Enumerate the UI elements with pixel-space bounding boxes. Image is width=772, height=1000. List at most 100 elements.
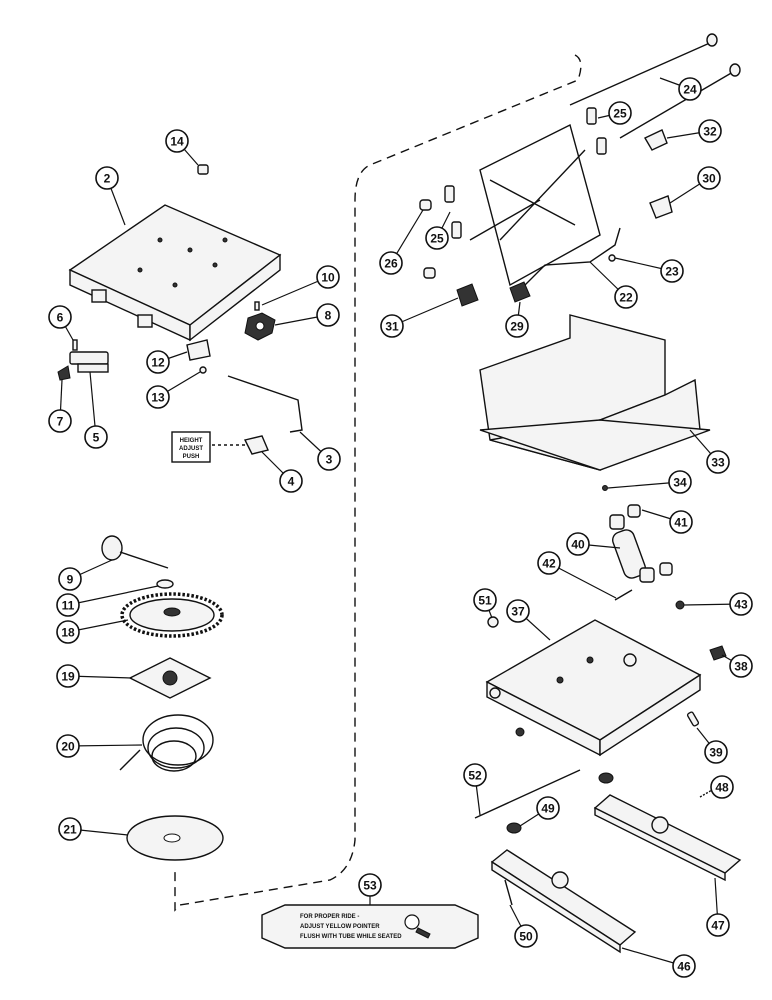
callout-number: 24 bbox=[683, 83, 697, 97]
callout-circle bbox=[316, 303, 340, 327]
callout-leader-line bbox=[548, 562, 617, 599]
callout-circle bbox=[697, 166, 721, 190]
callout-circle bbox=[706, 913, 730, 937]
part-3-adjusting-rod bbox=[227, 375, 303, 433]
part-53-ride-instruction-plate: FOR PROPER RIDE - ADJUST YELLOW POINTER … bbox=[261, 904, 479, 949]
callout-29: 29 bbox=[505, 301, 529, 338]
callout-number: 25 bbox=[613, 107, 627, 121]
callout-circle bbox=[56, 734, 80, 758]
callout-circle bbox=[56, 664, 80, 688]
callout-48: 48 bbox=[710, 775, 734, 799]
callout-circle bbox=[358, 873, 382, 897]
part-30-bumper bbox=[649, 195, 673, 219]
callout-number: 10 bbox=[321, 271, 335, 285]
callout-40: 40 bbox=[566, 532, 621, 556]
part-43-nut bbox=[675, 600, 685, 610]
callout-circle bbox=[380, 314, 404, 338]
part-9-adjusting-bolt bbox=[101, 535, 169, 569]
part-20-coil-spring bbox=[119, 714, 214, 772]
group-separator-dashed-line bbox=[174, 54, 582, 912]
callout-number: 52 bbox=[468, 769, 482, 783]
callout-number: 31 bbox=[385, 320, 399, 334]
callout-number: 19 bbox=[61, 670, 75, 684]
callout-53: 53 bbox=[358, 873, 382, 905]
part-6-pin bbox=[72, 339, 78, 351]
callout-circle bbox=[379, 251, 403, 275]
callout-circle bbox=[279, 469, 303, 493]
callout-41: 41 bbox=[641, 509, 693, 534]
callout-number: 6 bbox=[57, 311, 64, 325]
part-23-bolt bbox=[608, 254, 616, 262]
callout-52: 52 bbox=[463, 763, 487, 816]
part-2-seat-base-plate bbox=[68, 204, 282, 342]
callout-number: 50 bbox=[519, 930, 533, 944]
callout-number: 5 bbox=[93, 431, 100, 445]
part-8-star-knob bbox=[244, 312, 276, 341]
part-5-hinge-bracket bbox=[69, 351, 109, 373]
callout-circle bbox=[669, 510, 693, 534]
callout-number: 23 bbox=[665, 265, 679, 279]
callout-38: 38 bbox=[721, 654, 753, 678]
callout-26: 26 bbox=[379, 209, 424, 275]
callout-circle bbox=[614, 285, 638, 309]
part-14-nut bbox=[197, 164, 209, 175]
callout-number: 7 bbox=[57, 415, 64, 429]
callout-number: 8 bbox=[325, 309, 332, 323]
part-31-block bbox=[456, 283, 479, 307]
callout-leader-line bbox=[67, 744, 143, 747]
callout-22: 22 bbox=[589, 261, 638, 309]
callout-number: 30 bbox=[702, 172, 716, 186]
callout-31: 31 bbox=[380, 297, 459, 338]
part-37-base-tray bbox=[485, 619, 702, 757]
part-12-bracket bbox=[186, 339, 211, 361]
callout-circle bbox=[56, 593, 80, 617]
ride-plate-line2: ADJUST YELLOW POINTER bbox=[300, 924, 380, 930]
callout-number: 47 bbox=[711, 919, 725, 933]
callout-number: 53 bbox=[363, 879, 377, 893]
callout-34: 34 bbox=[607, 470, 692, 494]
part-13-washer bbox=[199, 366, 207, 374]
part-40-shock-absorber bbox=[609, 514, 655, 583]
callout-7: 7 bbox=[48, 379, 72, 433]
callout-25: 25 bbox=[425, 211, 451, 250]
part-26-nuts bbox=[419, 199, 436, 279]
callout-circle bbox=[668, 470, 692, 494]
callout-circle bbox=[660, 259, 684, 283]
part-29-block bbox=[509, 281, 531, 303]
callout-number: 4 bbox=[288, 475, 295, 489]
callout-5: 5 bbox=[84, 371, 108, 449]
callout-circle bbox=[84, 425, 108, 449]
callout-circle bbox=[706, 450, 730, 474]
callout-circle bbox=[536, 796, 560, 820]
callout-32: 32 bbox=[666, 119, 722, 143]
callout-47: 47 bbox=[706, 877, 730, 937]
callout-number: 49 bbox=[541, 802, 555, 816]
callout-circle bbox=[678, 77, 702, 101]
callout-circle bbox=[729, 654, 753, 678]
height-label-line1: HEIGHT bbox=[180, 438, 203, 444]
part-51-cap bbox=[487, 616, 499, 628]
callout-circle bbox=[566, 532, 590, 556]
callout-circle bbox=[48, 305, 72, 329]
callout-number: 38 bbox=[734, 660, 748, 674]
callout-circle bbox=[425, 226, 449, 250]
part-49-cap-lower bbox=[506, 822, 522, 834]
callout-number: 34 bbox=[673, 476, 687, 490]
callout-number: 51 bbox=[478, 594, 492, 608]
height-label-line2: ADJUST bbox=[179, 446, 203, 452]
callout-9: 9 bbox=[58, 559, 113, 591]
callout-circle bbox=[316, 265, 340, 289]
callout-number: 22 bbox=[619, 291, 633, 305]
callout-circle bbox=[48, 409, 72, 433]
callout-51: 51 bbox=[473, 588, 497, 619]
callout-leader-line bbox=[261, 276, 329, 306]
callout-14: 14 bbox=[165, 129, 199, 166]
part-21-disc bbox=[126, 815, 224, 861]
part-47-slide-rail-right bbox=[593, 794, 742, 882]
part-52-rod bbox=[474, 769, 581, 819]
callout-33: 33 bbox=[689, 429, 730, 474]
callout-circle bbox=[505, 314, 529, 338]
height-adjust-decal: HEIGHT ADJUST PUSH bbox=[171, 431, 211, 463]
part-48-spring bbox=[699, 789, 713, 798]
part-34-fastener bbox=[602, 485, 608, 491]
